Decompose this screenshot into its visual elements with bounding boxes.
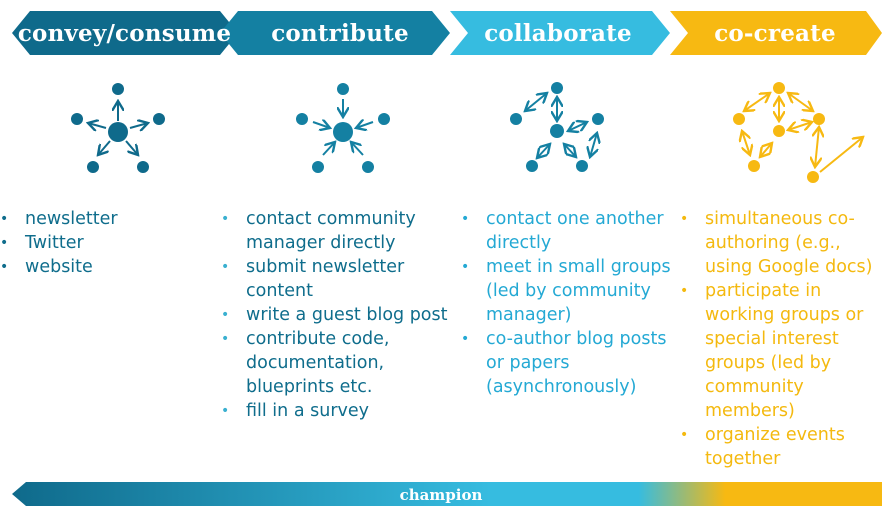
list-item: submit newsletter content	[221, 255, 456, 303]
stage-label-contribute: contribute	[271, 19, 409, 47]
list-item: contact community manager directly	[221, 207, 456, 255]
column-co-create: simultaneous co-authoring (e.g., using G…	[680, 207, 880, 471]
chevron-convey-consume	[12, 11, 238, 55]
list-item: website	[0, 255, 210, 279]
list-item: newsletter	[0, 207, 210, 231]
collaboration-network-icon	[510, 82, 604, 172]
list-item: contribute code, documentation, blueprin…	[221, 327, 456, 399]
stage-label-co-create: co-create	[714, 19, 836, 47]
stage-chevrons	[12, 11, 882, 55]
chevron-contribute	[220, 11, 450, 55]
column-collaborate: contact one another directly meet in sma…	[461, 207, 676, 399]
list-item: participate in working groups or special…	[680, 279, 880, 423]
co-creation-network-icon	[733, 82, 870, 183]
list-item: write a guest blog post	[221, 303, 456, 327]
stage-label-collaborate: collaborate	[484, 19, 632, 47]
list-item: fill in a survey	[221, 399, 456, 423]
list-item: co-author blog posts or papers (asynchro…	[461, 327, 676, 399]
chevron-collaborate	[450, 11, 670, 55]
column-contribute: contact community manager directly submi…	[221, 207, 456, 423]
chevron-co-create	[670, 11, 882, 55]
champion-label: champion	[399, 486, 483, 504]
list-item: Twitter	[0, 231, 210, 255]
broadcast-network-icon	[71, 83, 165, 173]
champion-arrow	[12, 482, 882, 506]
list-item: contact one another directly	[461, 207, 676, 255]
column-convey-consume: newsletter Twitter website	[0, 207, 210, 279]
contribution-network-icon	[296, 83, 390, 173]
list-item: meet in small groups (led by community m…	[461, 255, 676, 327]
stage-label-convey-consume: convey/consume	[17, 19, 232, 47]
list-item: organize events together	[680, 423, 880, 471]
list-item: simultaneous co-authoring (e.g., using G…	[680, 207, 880, 279]
